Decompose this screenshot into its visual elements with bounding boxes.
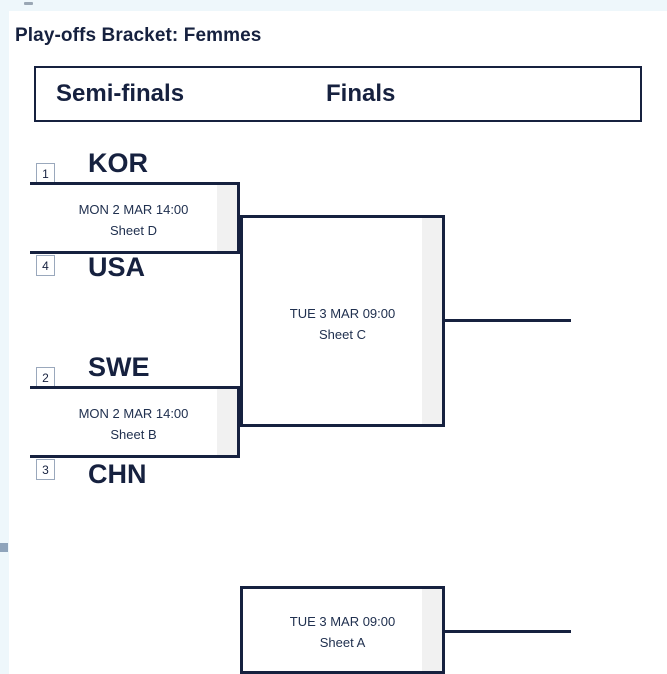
connector-bronze-medal-winner [443, 630, 571, 633]
round-header-bar: Semi-finals Finals [34, 66, 642, 122]
match-sheet-gold-medal-game: Sheet C [319, 327, 366, 342]
top-band-marker-icon [24, 2, 33, 5]
match-datetime-gold-medal-game: TUE 3 MAR 09:00 [289, 306, 396, 321]
clipped-side-link[interactable] [0, 543, 8, 552]
match-box-semifinal-2[interactable]: MON 2 MAR 14:00 Sheet B [30, 386, 240, 458]
match-datetime-semifinal-2: MON 2 MAR 14:00 [78, 406, 189, 421]
round-label-semi-finals: Semi-finals [56, 80, 185, 107]
team-semifinal-2-bottom[interactable]: CHN [88, 459, 147, 489]
match-datetime-semifinal-1: MON 2 MAR 14:00 [78, 202, 189, 217]
team-semifinal-1-top[interactable]: KOR [88, 148, 148, 178]
page-title: Play-offs Bracket: Femmes [15, 24, 262, 46]
team-semifinal-2-top[interactable]: SWE [88, 352, 150, 382]
seed-semifinal-1-bottom: 4 [36, 255, 55, 276]
seed-semifinal-2-top: 2 [36, 367, 55, 388]
match-box-bronze-medal-game[interactable]: TUE 3 MAR 09:00 Sheet A [240, 586, 445, 674]
match-sheet-bronze-medal-game: Sheet A [319, 635, 366, 650]
seed-semifinal-1-top: 1 [36, 163, 55, 184]
team-semifinal-1-bottom[interactable]: USA [88, 252, 146, 282]
browser-top-band [0, 0, 667, 11]
match-box-shade [217, 185, 237, 251]
match-sheet-semifinal-1: Sheet D [110, 223, 157, 238]
match-box-shade [422, 589, 442, 671]
match-datetime-bronze-medal-game: TUE 3 MAR 09:00 [289, 614, 396, 629]
match-sheet-semifinal-2: Sheet B [110, 427, 157, 442]
match-box-semifinal-1[interactable]: MON 2 MAR 14:00 Sheet D [30, 182, 240, 254]
seed-semifinal-2-bottom: 3 [36, 459, 55, 480]
round-label-finals: Finals [326, 80, 396, 107]
connector-gold-medal-winner [443, 319, 571, 322]
match-box-shade [217, 389, 237, 455]
page-left-gutter [0, 0, 9, 674]
match-box-shade [422, 218, 442, 424]
match-box-gold-medal-game[interactable]: TUE 3 MAR 09:00 Sheet C [240, 215, 445, 427]
